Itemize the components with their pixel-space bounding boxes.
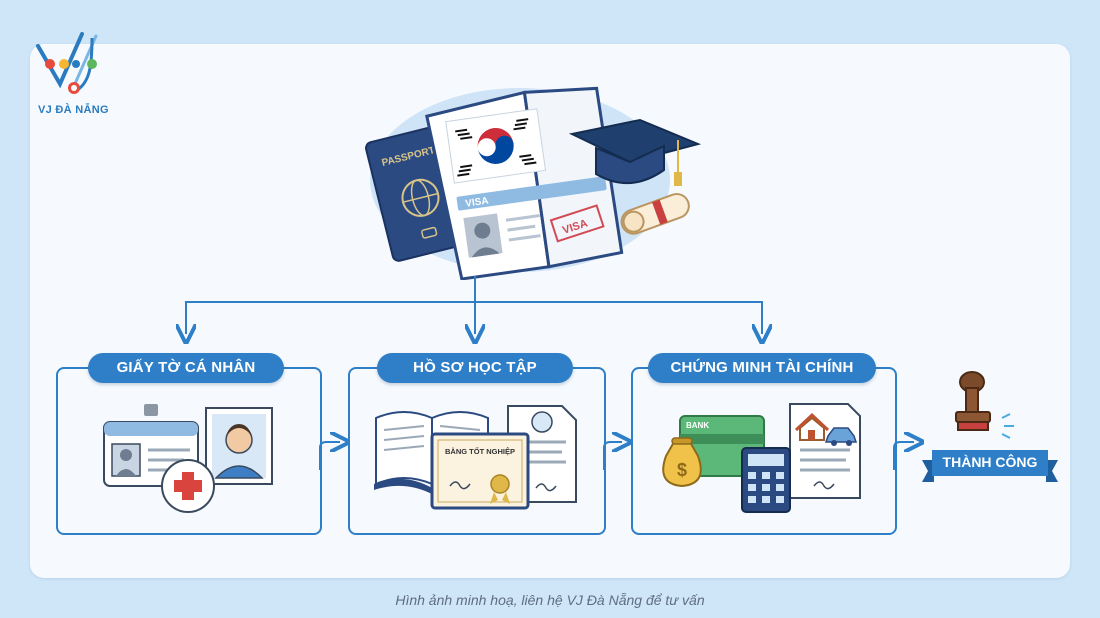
- hero-illustration: PASSPORT VISA VISA: [365, 86, 702, 280]
- step-title-financial-proof: CHỨNG MINH TÀI CHÍNH: [648, 353, 876, 383]
- academic-records-illustration: BẰNG TỐT NGHIỆP: [374, 405, 577, 510]
- step-title-academic-records: HỒ SƠ HỌC TẬP: [377, 353, 573, 383]
- success-ribbon: [922, 450, 1058, 482]
- diploma-text: BẰNG TỐT NGHIỆP: [445, 446, 515, 456]
- arrow-step3-result: [893, 442, 914, 470]
- money-bag-icon: $: [662, 437, 702, 488]
- result-label: THÀNH CÔNG: [942, 454, 1038, 470]
- car-icon: [824, 427, 858, 446]
- brand-name: VJ ĐÀ NẴNG: [38, 104, 109, 116]
- personal-documents-illustration: [103, 404, 273, 513]
- house-icon: [794, 412, 830, 441]
- svg-text:$: $: [677, 460, 687, 480]
- korea-flag-icon: [445, 108, 547, 184]
- visa-label: VISA: [465, 196, 490, 210]
- certificate-icon: BẰNG TỐT NGHIỆP: [430, 432, 530, 510]
- rubber-stamp-icon: [955, 371, 1014, 439]
- arrow-step1-step2: [319, 442, 340, 470]
- bank-label: BANK: [686, 421, 709, 430]
- arrow-step2-step3: [603, 442, 622, 470]
- graduation-cap-icon: [568, 118, 702, 186]
- portrait-icon: [205, 407, 273, 485]
- medical-cross-icon: [161, 459, 215, 513]
- calculator-icon: [741, 447, 791, 513]
- caption: Hình ảnh minh hoạ, liên hệ VJ Đà Nẵng để…: [395, 592, 705, 608]
- diploma-scroll-icon: [620, 192, 690, 235]
- logo-icon: [36, 32, 98, 94]
- document-icon: [789, 403, 861, 499]
- step-title-personal-documents: GIẤY TỜ CÁ NHÂN: [88, 353, 284, 383]
- financial-proof-illustration: BANK $: [662, 403, 861, 513]
